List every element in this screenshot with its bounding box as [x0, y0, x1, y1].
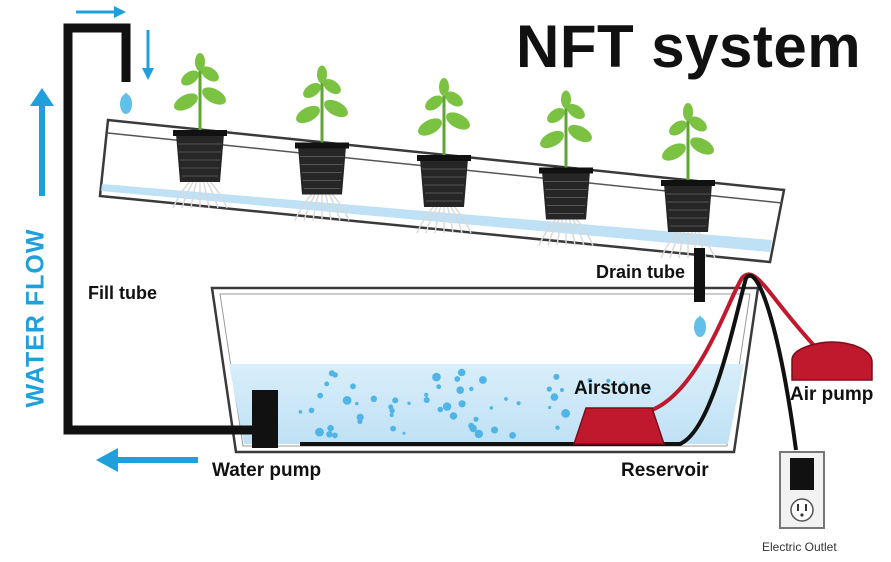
arrow-icon [96, 448, 198, 472]
bubble [622, 381, 626, 385]
bubble [469, 424, 477, 433]
bubble [449, 412, 458, 420]
bubble [328, 370, 335, 377]
bubble [355, 401, 359, 406]
bubble [326, 431, 333, 438]
bubble [509, 432, 516, 439]
bubble [560, 388, 564, 392]
plant [172, 53, 228, 209]
plant [294, 65, 350, 221]
plant [538, 90, 594, 246]
bubble [457, 368, 466, 377]
bubble [489, 406, 494, 410]
bubble [555, 425, 560, 430]
bubble [442, 402, 452, 411]
bubble [458, 400, 466, 408]
bubble [491, 426, 498, 434]
bubble [402, 431, 406, 435]
bubble [370, 395, 377, 402]
bubble [423, 397, 430, 403]
bubble [298, 410, 303, 414]
water-pump [252, 390, 278, 448]
bubble [606, 378, 611, 383]
bubble [553, 373, 560, 380]
flow-arrows [30, 6, 198, 472]
fill-tube [63, 23, 258, 435]
bubble [479, 376, 487, 384]
water-flow-label: WATER FLOW [21, 228, 50, 408]
plant [660, 103, 716, 259]
drain-tube-label: Drain tube [596, 262, 686, 282]
airstone [572, 407, 666, 445]
bubble [389, 407, 395, 414]
bubble [516, 401, 521, 406]
arrow-icon [76, 6, 126, 18]
bubble [474, 429, 483, 439]
bubble [456, 386, 465, 395]
bubble [454, 376, 461, 382]
drain-tube [694, 248, 706, 337]
bubble [342, 396, 352, 405]
bubble [317, 392, 324, 399]
bubble [392, 397, 399, 404]
diagram-title: NFT system [516, 13, 862, 80]
bubble [390, 425, 396, 432]
electric-outlet-label: Electric Outlet [762, 540, 837, 554]
bubble [546, 386, 552, 392]
bubble [473, 416, 479, 422]
bubble [432, 372, 441, 382]
bubble [350, 383, 356, 390]
bubble [647, 387, 652, 391]
air-pump-label: Air pump [790, 384, 874, 405]
air-pump-power-cord [300, 273, 798, 451]
bubble [469, 386, 474, 392]
bubble [389, 413, 394, 417]
reservoir-water [229, 364, 744, 444]
bubble [550, 393, 559, 401]
bubble [437, 406, 444, 413]
bubble [315, 427, 324, 437]
bubble [407, 401, 411, 405]
fill-tube-label: Fill tube [88, 283, 157, 303]
bubble [504, 397, 508, 401]
airstone-label: Airstone [574, 378, 652, 399]
water-pump-label: Water pump [212, 460, 322, 481]
bubble [436, 384, 442, 390]
bubble [424, 392, 429, 397]
air-pump [791, 341, 873, 381]
arrow-icon [30, 88, 54, 196]
bubble [324, 381, 330, 387]
reservoir-label: Reservoir [621, 460, 709, 481]
plants [172, 53, 716, 259]
bubble [548, 405, 552, 410]
air-line [651, 272, 824, 412]
arrow-icon [142, 30, 154, 80]
channel-water [101, 184, 772, 252]
bubble [328, 426, 332, 431]
bubble [561, 409, 570, 418]
bubble [587, 378, 593, 383]
air-bubbles [298, 368, 652, 439]
electric-outlet-icon [779, 451, 825, 529]
plant [416, 78, 472, 234]
bubble [308, 407, 315, 414]
bubble [356, 413, 364, 421]
bubble [332, 432, 338, 439]
reservoir-tank [210, 286, 760, 454]
